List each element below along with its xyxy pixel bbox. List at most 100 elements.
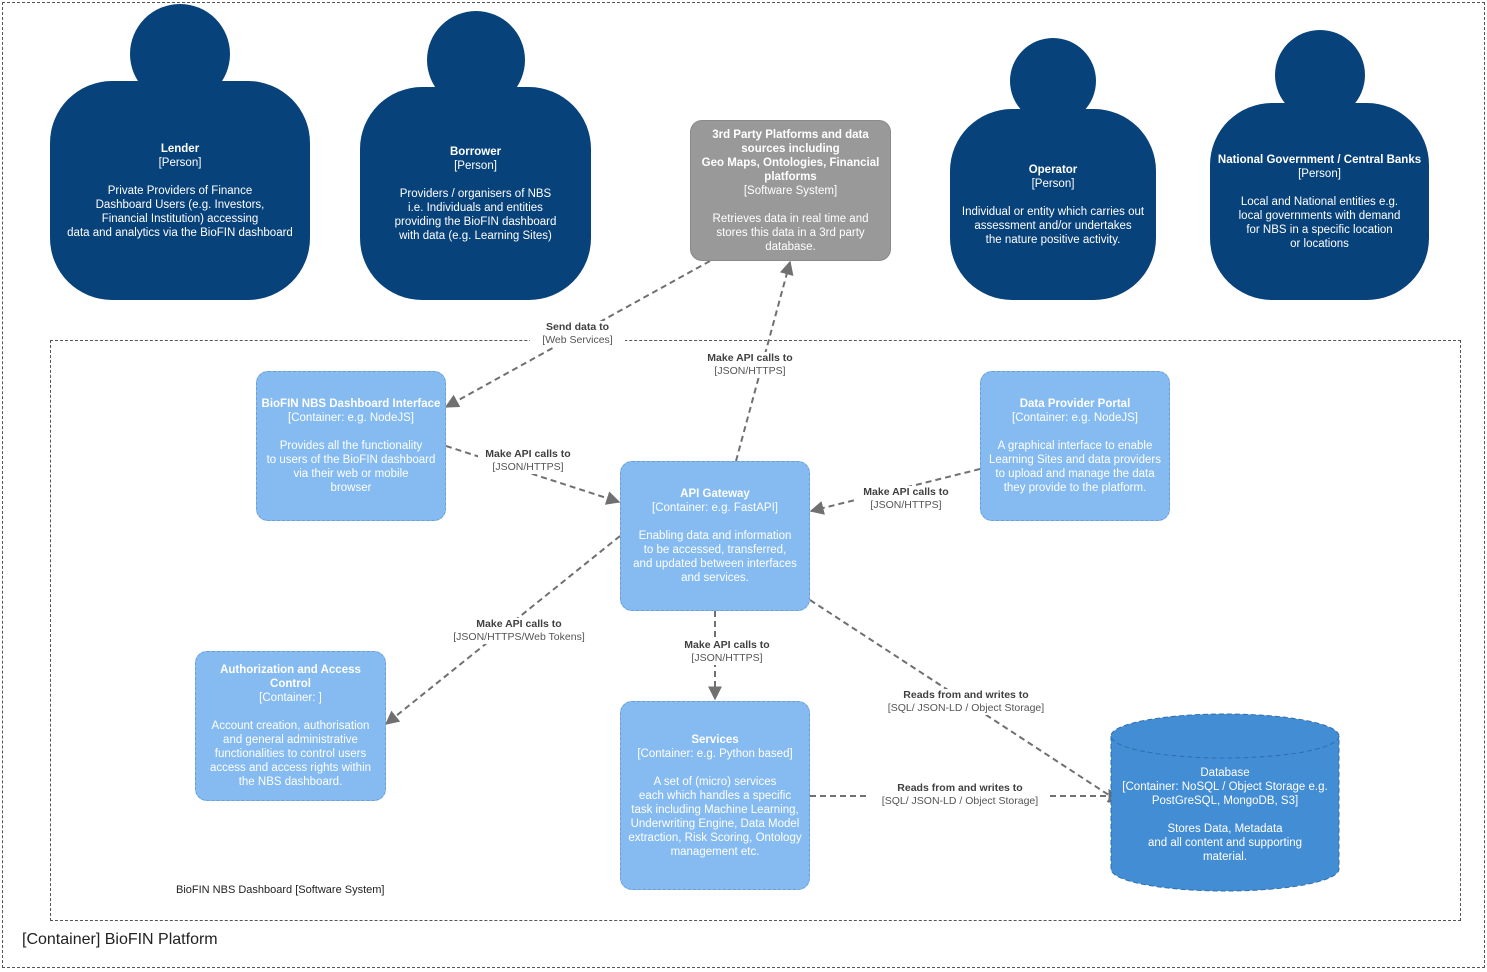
api-auth-label: Make API calls to bbox=[476, 618, 562, 630]
edge-dashboard-to-api bbox=[445, 445, 621, 505]
portal-name: Data Provider Portal bbox=[1019, 398, 1131, 410]
services-type: [Container: e.g. Python based] bbox=[637, 747, 793, 760]
send-data-label: Send data to bbox=[545, 321, 609, 333]
person-lender[interactable]: Lender [Person] Private Providers of Fin… bbox=[50, 81, 310, 300]
api-third-party-tech: [JSON/HTTPS] bbox=[714, 365, 786, 377]
dashboard-desc-4: browser bbox=[330, 482, 372, 494]
edge-label-portal-api: Make API calls to [JSON/HTTPS] bbox=[856, 486, 956, 512]
third-party-platforms[interactable]: 3rd Party Platforms and data sources inc… bbox=[690, 120, 891, 261]
dashboard-desc-3: via their web or mobile bbox=[293, 468, 409, 480]
government-desc-3: for NBS in a specific location bbox=[1246, 223, 1393, 236]
portal-api-tech: [JSON/HTTPS] bbox=[870, 499, 942, 511]
services-name: Services bbox=[691, 733, 739, 746]
edge-label-api-auth: Make API calls to [JSON/HTTPS/Web Tokens… bbox=[446, 618, 592, 644]
api-auth-tech: [JSON/HTTPS/Web Tokens] bbox=[453, 631, 585, 643]
database-desc-1: Stores Data, Metadata bbox=[1167, 823, 1283, 835]
api-services-label: Make API calls to bbox=[684, 639, 770, 651]
database-name: Database bbox=[1200, 767, 1250, 779]
api-gateway-desc-4: and services. bbox=[681, 572, 749, 584]
lender-desc-4: data and analytics via the BioFIN dashbo… bbox=[67, 226, 293, 239]
database-cylinder bbox=[1110, 713, 1340, 892]
borrower-type: [Person] bbox=[454, 159, 497, 172]
lender-desc-1: Private Providers of Finance bbox=[107, 184, 253, 197]
api-db-tech: [SQL/ JSON-LD / Object Storage] bbox=[887, 702, 1045, 714]
government-desc-4: or locations bbox=[1290, 237, 1349, 250]
services-desc-6: management etc. bbox=[670, 845, 760, 858]
borrower-desc-3: providing the BioFIN dashboard bbox=[394, 215, 557, 228]
database-desc-3: material. bbox=[1202, 851, 1248, 863]
operator-name: Operator bbox=[1028, 163, 1078, 176]
edge-label-api-third-party: Make API calls to [JSON/HTTPS] bbox=[700, 352, 800, 378]
portal-desc-4: they provide to the platform. bbox=[1003, 482, 1147, 494]
government-desc-2: local governments with demand bbox=[1238, 209, 1401, 222]
edge-label-api-services: Make API calls to [JSON/HTTPS] bbox=[677, 639, 777, 665]
lender-desc-3: Financial Institution) accessing bbox=[101, 212, 259, 225]
borrower-desc-4: with data (e.g. Learning Sites) bbox=[399, 229, 552, 242]
container-api-gateway[interactable]: API Gateway [Container: e.g. FastAPI] En… bbox=[620, 461, 810, 611]
borrower-desc-1: Providers / organisers of NBS bbox=[399, 187, 552, 200]
api-gateway-desc-1: Enabling data and information bbox=[638, 530, 792, 542]
api-db-label: Reads from and writes to bbox=[903, 689, 1029, 701]
operator-desc-3: the nature positive activity. bbox=[985, 233, 1121, 246]
government-name: National Government / Central Banks bbox=[1217, 153, 1422, 166]
container-dashboard-interface[interactable]: BioFIN NBS Dashboard Interface [Containe… bbox=[256, 371, 446, 521]
platform-boundary-label: [Container] BioFIN Platform bbox=[22, 931, 218, 948]
services-db-label: Reads from and writes to bbox=[897, 782, 1023, 794]
api-gateway-type: [Container: e.g. FastAPI] bbox=[652, 502, 778, 514]
dashboard-desc-2: to users of the BioFIN dashboard bbox=[266, 454, 436, 466]
government-type: [Person] bbox=[1298, 167, 1341, 180]
edge-label-services-database: Reads from and writes to [SQL/ JSON-LD /… bbox=[870, 782, 1050, 808]
container-services[interactable]: Services [Container: e.g. Python based] … bbox=[620, 701, 810, 890]
auth-type: [Container: ] bbox=[259, 692, 322, 704]
dashboard-type: [Container: e.g. NodeJS] bbox=[288, 412, 414, 424]
borrower-desc-2: i.e. Individuals and entities bbox=[408, 201, 543, 214]
third-party-type: [Software System] bbox=[743, 184, 838, 197]
container-data-provider-portal[interactable]: Data Provider Portal [Container: e.g. No… bbox=[980, 371, 1170, 521]
container-authorization[interactable]: Authorization and Access Control [Contai… bbox=[195, 651, 386, 801]
api-gateway-desc-2: to be accessed, transferred, bbox=[643, 544, 787, 556]
edge-label-api-database: Reads from and writes to [SQL/ JSON-LD /… bbox=[876, 689, 1056, 715]
third-party-name-3: Geo Maps, Ontologies, Financial bbox=[701, 156, 880, 169]
government-desc-1: Local and National entities e.g. bbox=[1240, 195, 1399, 208]
services-desc-4: Underwriting Engine, Data Model bbox=[630, 817, 800, 830]
person-operator[interactable]: Operator [Person] Individual or entity w… bbox=[950, 109, 1156, 300]
edge-label-send-data: Send data to [Web Services] bbox=[530, 321, 625, 347]
person-borrower[interactable]: Borrower [Person] Providers / organisers… bbox=[360, 87, 591, 300]
edge-portal-to-api bbox=[809, 468, 981, 515]
third-party-name-1: 3rd Party Platforms and data bbox=[712, 128, 869, 141]
third-party-name-2: sources including bbox=[741, 142, 840, 155]
services-db-tech: [SQL/ JSON-LD / Object Storage] bbox=[881, 795, 1039, 807]
container-database[interactable]: Database [Container: NoSQL / Object Stor… bbox=[1111, 766, 1339, 864]
dashboard-name: BioFIN NBS Dashboard Interface bbox=[261, 398, 441, 410]
lender-desc-2: Dashboard Users (e.g. Investors, bbox=[95, 198, 265, 211]
third-party-desc-1: Retrieves data in real time and bbox=[712, 212, 869, 225]
api-gateway-desc-3: and updated between interfaces bbox=[633, 558, 797, 570]
database-desc-2: and all content and supporting bbox=[1147, 837, 1303, 849]
lender-type: [Person] bbox=[158, 156, 202, 169]
system-boundary-label: BioFIN NBS Dashboard [Software System] bbox=[176, 884, 385, 896]
edge-label-dashboard-api: Make API calls to [JSON/HTTPS] bbox=[478, 448, 578, 474]
lender-name: Lender bbox=[160, 142, 200, 155]
database-type-1: [Container: NoSQL / Object Storage e.g. bbox=[1122, 781, 1328, 793]
auth-desc-5: the NBS dashboard. bbox=[238, 776, 343, 788]
auth-name-1: Authorization and Access bbox=[220, 664, 361, 676]
dashboard-desc-1: Provides all the functionality bbox=[279, 440, 423, 452]
system-boundary bbox=[50, 340, 1461, 921]
third-party-name-4: platforms bbox=[764, 170, 817, 183]
person-government[interactable]: National Government / Central Banks [Per… bbox=[1210, 103, 1429, 300]
api-third-party-label: Make API calls to bbox=[707, 352, 793, 364]
auth-desc-3: functionalities to control users bbox=[214, 748, 367, 760]
services-desc-5: extraction, Risk Scoring, Ontology bbox=[628, 831, 802, 844]
third-party-desc-2: stores this data in a 3rd party bbox=[716, 226, 865, 239]
borrower-name: Borrower bbox=[449, 145, 502, 158]
services-desc-3: task including Machine Learning, bbox=[631, 803, 799, 816]
send-data-tech: [Web Services] bbox=[542, 334, 613, 346]
dash-api-tech: [JSON/HTTPS] bbox=[492, 461, 564, 473]
portal-api-label: Make API calls to bbox=[863, 486, 949, 498]
operator-desc-2: assessment and/or undertakes bbox=[974, 219, 1132, 232]
auth-name-2: Control bbox=[270, 678, 311, 690]
portal-desc-3: to upload and manage the data bbox=[995, 468, 1155, 480]
portal-type: [Container: e.g. NodeJS] bbox=[1012, 412, 1138, 424]
auth-desc-4: access and access rights within bbox=[209, 762, 372, 774]
